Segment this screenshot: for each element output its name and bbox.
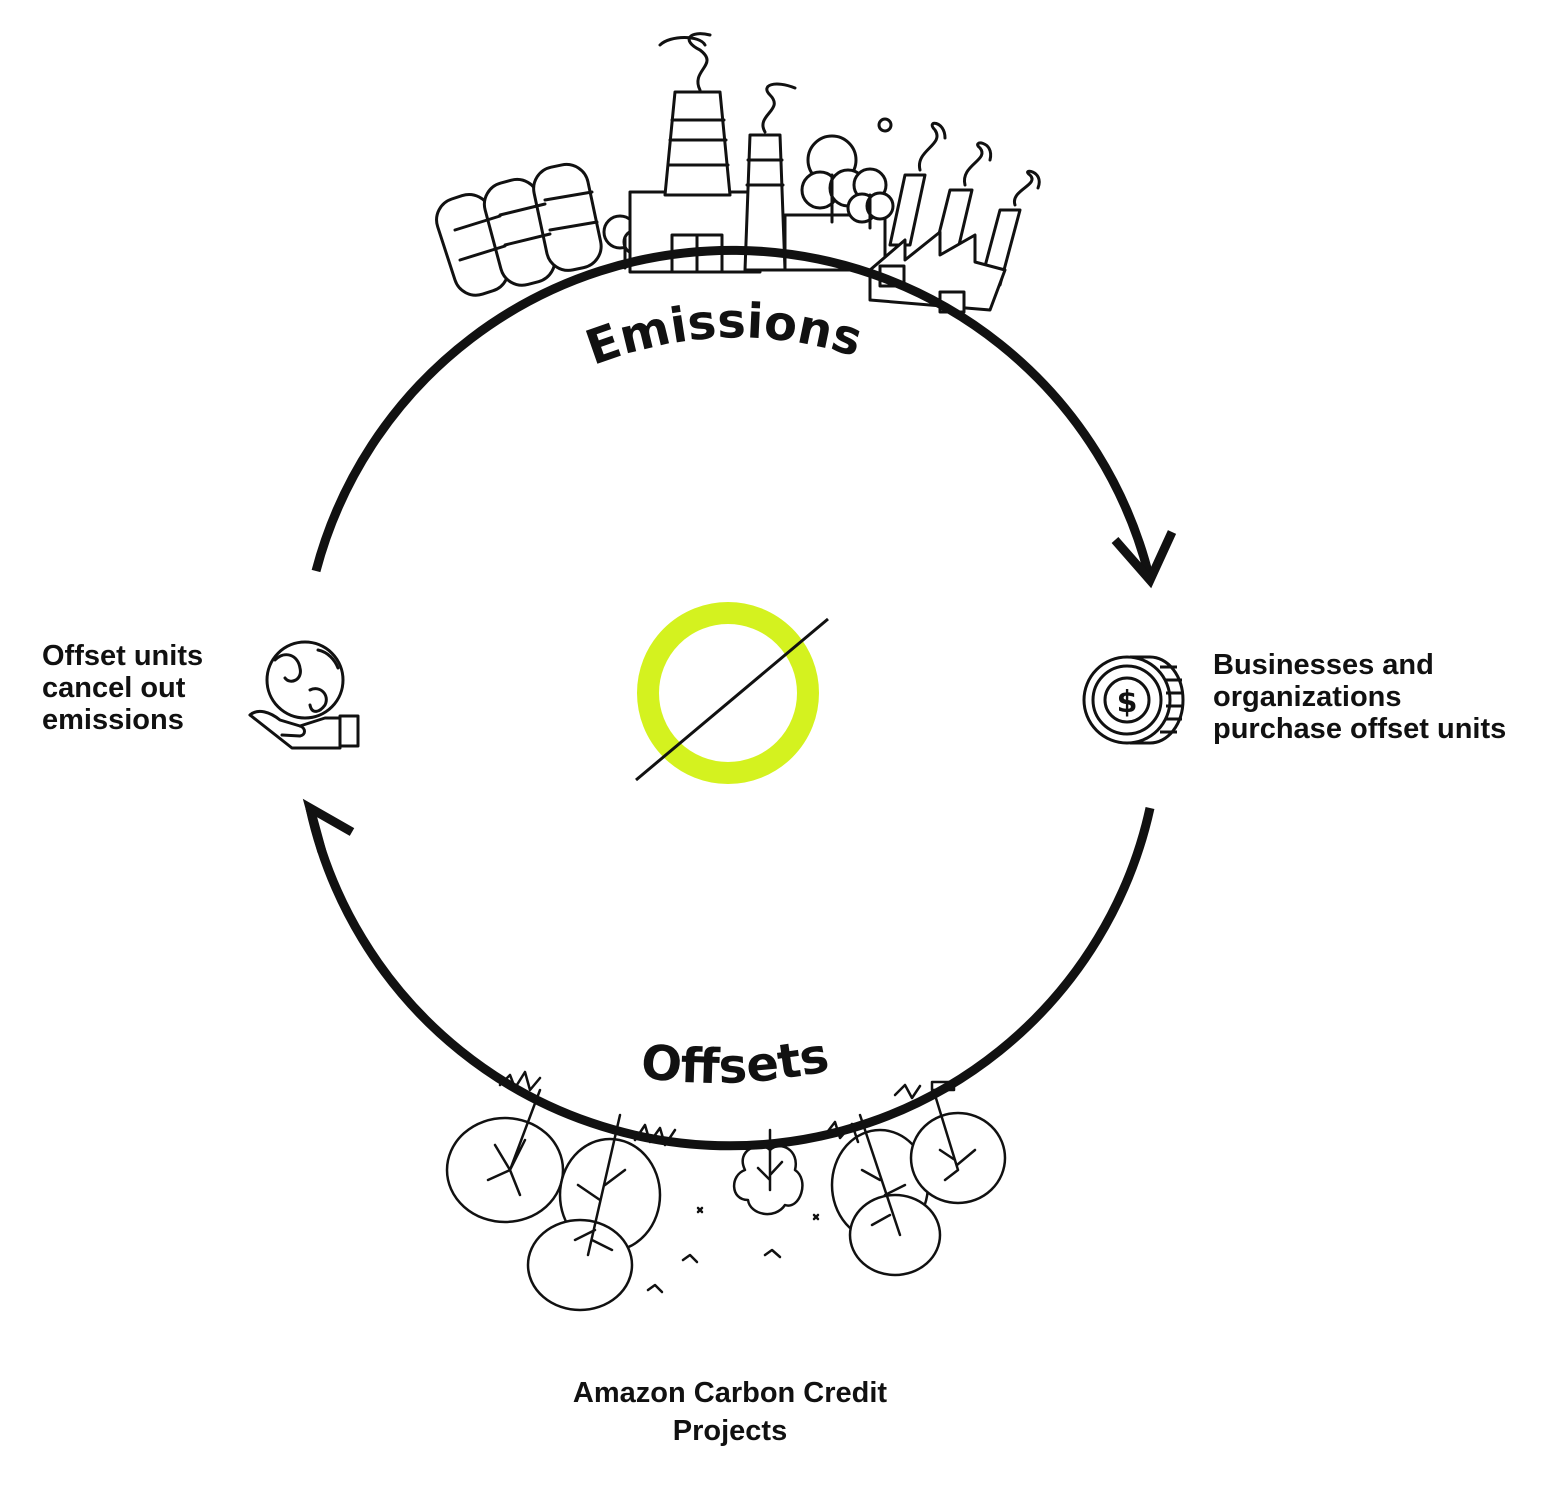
forest-illustration xyxy=(445,1070,1007,1312)
tree-left-b xyxy=(526,1113,662,1312)
right-label-line-2: organizations xyxy=(1213,681,1402,713)
factory-illustration xyxy=(435,32,1041,314)
left-label: Offset units cancel out emissions xyxy=(42,640,203,736)
trees-middle xyxy=(800,134,895,230)
right-label: Businesses and organizations purchase of… xyxy=(1213,649,1506,745)
tree-left-a xyxy=(445,1088,565,1224)
offsets-arc xyxy=(305,807,1155,1151)
offsets-label: Offsets xyxy=(638,1027,833,1095)
bottom-label-line-2: Projects xyxy=(672,1415,788,1447)
right-label-line-1: Businesses and xyxy=(1213,649,1434,681)
gas-tanks xyxy=(435,162,603,297)
svg-text:$: $ xyxy=(1117,685,1138,720)
left-label-line-2: cancel out xyxy=(42,672,186,704)
left-label-line-3: emissions xyxy=(42,704,184,736)
cycle-arcs xyxy=(302,245,1177,1151)
globe-in-hand-icon xyxy=(248,640,360,750)
emissions-label: Emissions xyxy=(579,293,869,376)
dollar-coin-icon: $ xyxy=(1082,655,1185,745)
emissions-arc xyxy=(311,245,1155,582)
null-symbol xyxy=(635,602,829,784)
emissions-arrowhead xyxy=(1111,530,1177,589)
bottom-label-line-1: Amazon Carbon Credit xyxy=(572,1377,888,1409)
right-label-line-3: purchase offset units xyxy=(1213,713,1507,745)
tree-right-a xyxy=(830,1113,942,1277)
null-circle xyxy=(637,602,819,784)
bottom-label: Amazon Carbon Credit Projects xyxy=(480,1374,980,1450)
left-label-line-1: Offset units xyxy=(42,640,204,672)
offsets-arrowhead xyxy=(302,798,355,854)
null-slash xyxy=(635,617,829,782)
